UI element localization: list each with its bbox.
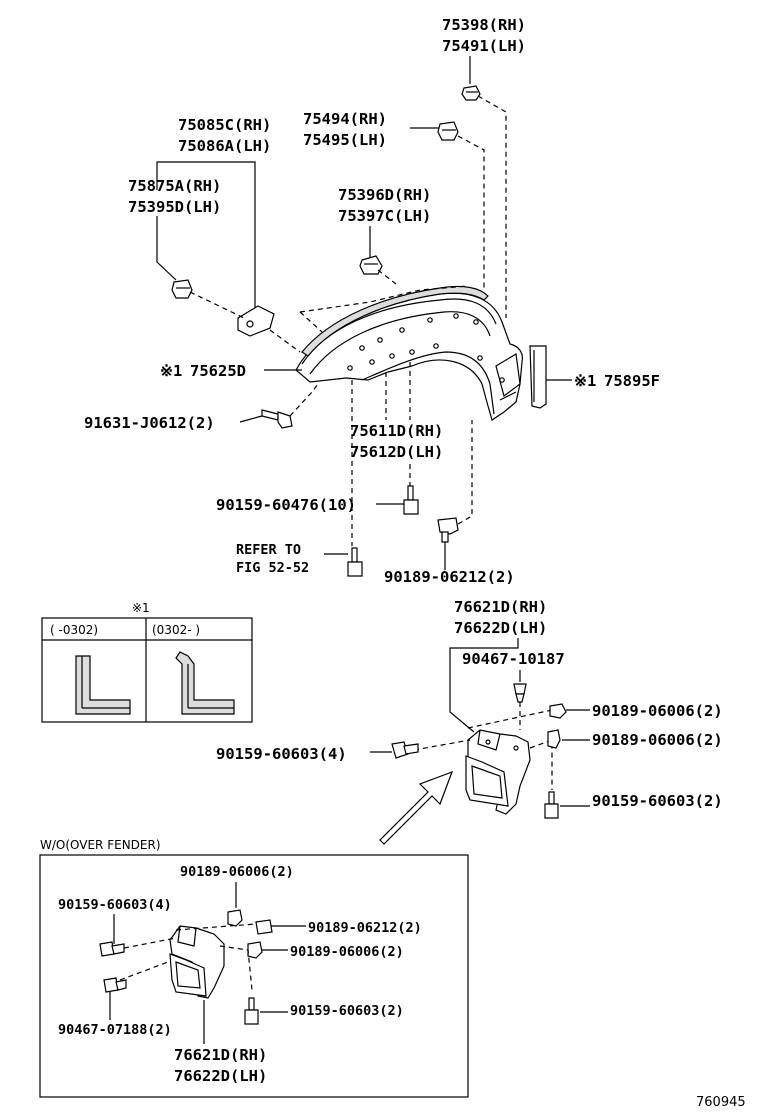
- label-75612: 75612D(LH): [350, 443, 443, 461]
- clip-75398-icon: [461, 85, 481, 101]
- label-75895-mark: ※1: [574, 372, 596, 390]
- bolt-90159-603a-icon: [391, 741, 419, 759]
- dash-90189: [457, 420, 473, 525]
- label-75494: 75494(RH): [303, 110, 387, 128]
- dash-75085: [269, 329, 301, 353]
- inset-label-76621: 76621D(RH): [174, 1046, 267, 1064]
- label-90189-006b: 90189-06006(2): [592, 731, 723, 749]
- dash-box-top: [299, 285, 469, 313]
- inset-label-76622: 76622D(LH): [174, 1067, 267, 1085]
- screw-refer-icon: [347, 547, 363, 577]
- dash-91631: [289, 383, 319, 417]
- legend-profile-2-icon: [175, 651, 235, 715]
- inset-clip-90467-icon: [103, 977, 127, 993]
- dash-box-left: [299, 311, 323, 333]
- dash-75494: [457, 135, 485, 290]
- label-75625: 75625D: [190, 362, 246, 380]
- clip-90189-06212-icon: [437, 517, 459, 543]
- moulding-75625-icon: [301, 285, 489, 357]
- dash-90189-b: [529, 739, 553, 790]
- inset-mudguard-icon: [169, 925, 225, 999]
- inset-label-90467-188: 90467-07188(2): [58, 1022, 172, 1038]
- label-refer-1: REFER TO: [236, 542, 301, 558]
- inset-screw-603b-icon: [244, 997, 259, 1025]
- clip-75396-icon: [359, 255, 383, 275]
- inset-clip-212-icon: [255, 919, 273, 935]
- screw-90159-603b-icon: [544, 791, 559, 819]
- inset-clip-b-icon: [247, 941, 263, 959]
- inset-dash-4: [119, 961, 169, 981]
- label-75495: 75495(LH): [303, 131, 387, 149]
- clip-90189-06006a-icon: [549, 703, 567, 719]
- label-75895: 75895F: [604, 372, 660, 390]
- label-75625-mark: ※1: [160, 362, 182, 380]
- label-90159-603a: 90159-60603(4): [216, 745, 347, 763]
- fender-flare-75611: [295, 292, 523, 421]
- label-75398: 75398(RH): [442, 16, 526, 34]
- legend-col2: (0302- ): [152, 623, 200, 637]
- label-75086: 75086A(LH): [178, 137, 271, 155]
- inset-clip-a-icon: [227, 909, 243, 927]
- label-refer-2: FIG 52-52: [236, 560, 309, 576]
- figure-code: 760945: [696, 1095, 746, 1110]
- leader-75085: [156, 161, 256, 310]
- inset-label-90189-212: 90189-06212(2): [308, 920, 422, 936]
- label-75875: 75875A(RH): [128, 177, 221, 195]
- dash-75398: [477, 95, 507, 318]
- inset-dash-2: [175, 923, 257, 931]
- label-75396: 75396D(RH): [338, 186, 431, 204]
- dash-90189-a: [467, 709, 553, 729]
- clip-75875-icon: [171, 279, 193, 299]
- inset-dash-1: [123, 937, 177, 949]
- label-76621: 76621D(RH): [454, 598, 547, 616]
- inset-bolt-a-icon: [99, 941, 125, 957]
- inset-label-90159-603b: 90159-60603(2): [290, 1003, 404, 1019]
- inset-title: W/O(OVER FENDER): [40, 838, 161, 852]
- dash-90159-603a: [413, 739, 471, 751]
- screw-91631-icon: [261, 409, 293, 429]
- clip-75494-icon: [437, 121, 459, 141]
- dash-75875: [189, 291, 245, 319]
- label-75397: 75397C(LH): [338, 207, 431, 225]
- label-91631: 91631-J0612(2): [84, 414, 215, 432]
- legend-table: ※1 ( -0302) (0302- ): [41, 601, 253, 723]
- bracket-75085-icon: [237, 305, 275, 337]
- legend-mark: ※1: [132, 601, 150, 615]
- label-76622: 76622D(LH): [454, 619, 547, 637]
- label-90159-603b: 90159-60603(2): [592, 792, 723, 810]
- inset-label-90159-603a: 90159-60603(4): [58, 897, 172, 913]
- arrow-icon: [379, 770, 454, 845]
- clip-90467-icon: [513, 683, 527, 703]
- dash-75396: [377, 269, 397, 285]
- leader-91631: [239, 415, 263, 423]
- screw-90159-476-icon: [403, 485, 419, 515]
- leader-75875: [156, 216, 177, 281]
- leader-76621: [449, 638, 519, 733]
- legend-col1: ( -0302): [50, 623, 98, 637]
- inset-box: [39, 854, 469, 1098]
- label-75491: 75491(LH): [442, 37, 526, 55]
- label-90467-187: 90467-10187: [462, 650, 565, 668]
- label-75395: 75395D(LH): [128, 198, 221, 216]
- mudguard-main-icon: [465, 729, 531, 815]
- label-90159-476: 90159-60476(10): [216, 496, 356, 514]
- label-90189-06212: 90189-06212(2): [384, 568, 515, 586]
- label-75085: 75085C(RH): [178, 116, 271, 134]
- inset-dash-3: [219, 945, 253, 991]
- inset-label-90189-006a: 90189-06006(2): [180, 864, 294, 880]
- label-75611: 75611D(RH): [350, 422, 443, 440]
- label-90189-006a: 90189-06006(2): [592, 702, 723, 720]
- clip-90189-06006b-icon: [547, 729, 561, 749]
- inset-label-90189-006b: 90189-06006(2): [290, 944, 404, 960]
- seal-75895-icon: [529, 345, 547, 409]
- legend-profile-1-icon: [75, 655, 131, 715]
